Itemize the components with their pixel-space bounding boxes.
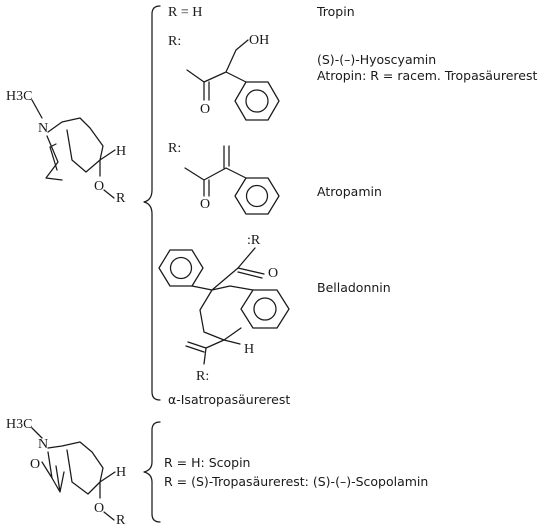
hyoscyamin-name: (S)-(–)-Hyoscyamin <box>317 52 436 67</box>
atropic-acid-bonds <box>184 145 247 197</box>
hydroxy-label: OH <box>249 33 269 48</box>
oxygen-label: O <box>94 179 104 194</box>
phenyl-ring <box>234 81 280 121</box>
aromatic-circle <box>245 184 269 208</box>
scopine-bonds-bottom <box>31 427 116 521</box>
r-group-label: R <box>116 513 126 528</box>
r-prefix: R: <box>168 141 181 156</box>
bottom-brace <box>143 421 161 523</box>
tropane-skeleton-top: H3C N H O R <box>6 89 126 206</box>
methyl-label: H3C <box>6 417 32 432</box>
top-brace <box>143 5 161 401</box>
r-group-label: R <box>116 191 126 206</box>
phenyl-ring-top <box>158 249 204 287</box>
scopin-line: R = H: Scopin <box>164 455 250 470</box>
r-bottom-label: R: <box>196 369 209 384</box>
isatropic-caption: α-Isatropasäurerest <box>168 392 290 407</box>
phenyl-ring <box>234 177 280 215</box>
tetralin-bonds <box>185 247 265 365</box>
atropic-acid-residue: R: O <box>168 141 280 215</box>
nitrogen-label: N <box>38 121 48 136</box>
tropin-name: Tropin <box>316 4 355 19</box>
tropic-acid-bonds <box>186 39 249 101</box>
carbonyl-oxygen-label: O <box>200 102 210 117</box>
atropin-note: Atropin: R = racem. Tropasäurerest <box>317 68 537 83</box>
r-prefix: R: <box>168 34 181 49</box>
nitrogen-label: N <box>38 437 48 452</box>
carbonyl-oxygen-top-label: O <box>268 266 278 281</box>
hydrogen-label: H <box>116 144 126 159</box>
r-top-label: :R <box>247 233 261 248</box>
belladonnin-name: Belladonnin <box>317 280 391 295</box>
methyl-label: H3C <box>6 89 32 104</box>
tropin-formula: R = H <box>168 5 202 20</box>
tropic-acid-residue: R: OH O <box>168 33 280 121</box>
tropane-bonds-top <box>31 99 116 199</box>
oxygen-label: O <box>94 501 104 516</box>
aromatic-circle-top <box>169 256 193 280</box>
isatropic-acid-residue: :R O H R: <box>158 233 290 384</box>
hydrogen-label: H <box>116 465 126 480</box>
scopolamin-line: R = (S)-Tropasäurerest: (S)-(–)-Scopolam… <box>164 474 428 489</box>
fused-benzene-ring <box>240 289 290 329</box>
hydrogen-label: H <box>244 342 254 357</box>
epoxide-oxygen-label: O <box>30 457 40 472</box>
aromatic-circle-fused <box>253 297 277 321</box>
scopine-skeleton-bottom: H3C N O H O R <box>6 417 126 528</box>
aromatic-circle <box>245 89 269 113</box>
carbonyl-oxygen-label: O <box>200 197 210 212</box>
atropamin-name: Atropamin <box>317 184 382 199</box>
